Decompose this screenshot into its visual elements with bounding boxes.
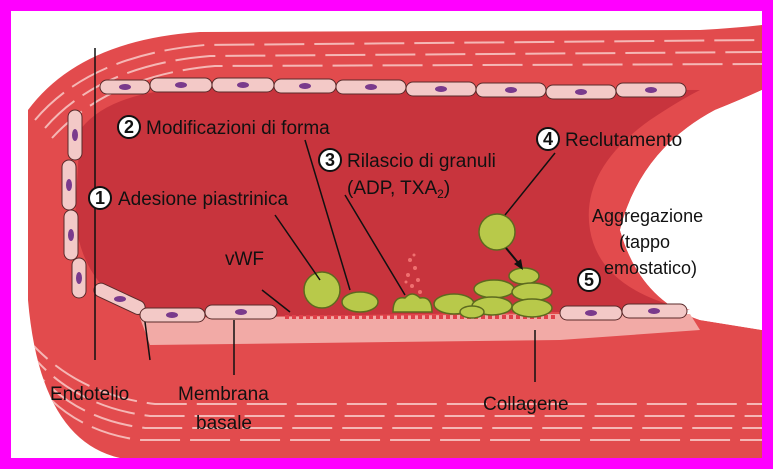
svg-text:Aggregazione: Aggregazione	[592, 206, 703, 226]
membrana-label-line2: basale	[196, 413, 252, 434]
svg-text:Adesione piastrinica: Adesione piastrinica	[118, 189, 288, 210]
step-2: 2 Modificazioni di forma	[118, 116, 330, 139]
platelet-recruited	[479, 214, 515, 250]
platelet-adhering	[304, 272, 340, 308]
vessel-illustration: 1 Adesione piastrinica 2 Modificazioni d…	[11, 11, 762, 458]
step-1: 1 Adesione piastrinica	[89, 187, 288, 210]
collagene-label: Collagene	[483, 394, 569, 415]
svg-text:(ADP, TXA2): (ADP, TXA2)	[347, 178, 450, 201]
svg-text:(tappo: (tappo	[619, 232, 670, 252]
endotelio-label: Endotelio	[50, 384, 129, 405]
svg-text:4: 4	[543, 129, 553, 149]
svg-text:Rilascio di granuli: Rilascio di granuli	[347, 151, 496, 172]
svg-text:Modificazioni di forma: Modificazioni di forma	[146, 118, 330, 139]
svg-text:Reclutamento: Reclutamento	[565, 130, 682, 151]
svg-text:2: 2	[124, 117, 134, 137]
platelet-shape-change	[342, 292, 378, 312]
membrana-label-line1: Membrana	[178, 384, 269, 405]
svg-text:5: 5	[584, 270, 594, 290]
svg-text:emostatico): emostatico)	[604, 258, 697, 278]
svg-text:3: 3	[325, 150, 335, 170]
diagram-frame: 1 Adesione piastrinica 2 Modificazioni d…	[11, 11, 762, 458]
svg-text:1: 1	[95, 188, 105, 208]
vwf-label: vWF	[225, 249, 264, 270]
